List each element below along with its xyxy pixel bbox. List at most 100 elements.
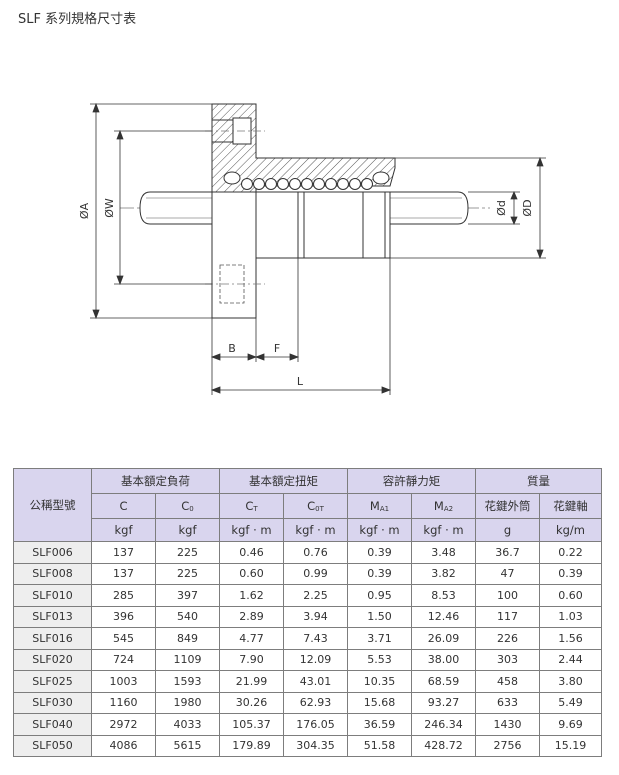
unit-cell: kg/m (539, 518, 602, 542)
value-cell: 2972 (91, 713, 156, 736)
value-cell: 303 (475, 648, 540, 671)
value-cell: 3.94 (283, 605, 348, 628)
value-cell: 117 (475, 605, 540, 628)
value-cell: 1430 (475, 713, 540, 736)
unit-cell: kgf · m (283, 518, 348, 542)
value-cell: 2756 (475, 734, 540, 757)
value-cell: 26.09 (411, 627, 476, 650)
value-cell: 0.95 (347, 584, 412, 607)
value-cell: 36.7 (475, 541, 540, 564)
value-cell: 397 (155, 584, 220, 607)
unit-cell: kgf · m (411, 518, 476, 542)
model-cell: SLF020 (13, 648, 92, 671)
value-cell: 0.39 (347, 562, 412, 585)
value-cell: 246.34 (411, 713, 476, 736)
dim-label-d: Ød (495, 200, 508, 216)
value-cell: 540 (155, 605, 220, 628)
value-cell: 633 (475, 691, 540, 714)
model-cell: SLF040 (13, 713, 92, 736)
header-ct: CT (219, 493, 284, 519)
value-cell: 3.71 (347, 627, 412, 650)
value-cell: 0.39 (347, 541, 412, 564)
value-cell: 2.89 (219, 605, 284, 628)
value-cell: 9.69 (539, 713, 602, 736)
dim-label-W: ØW (103, 198, 116, 218)
value-cell: 428.72 (411, 734, 476, 757)
dim-label-D: ØD (521, 199, 534, 216)
value-cell: 1.56 (539, 627, 602, 650)
value-cell: 1.03 (539, 605, 602, 628)
value-cell: 3.82 (411, 562, 476, 585)
header-group-mass: 質量 (475, 468, 602, 494)
value-cell: 5.49 (539, 691, 602, 714)
value-cell: 285 (91, 584, 156, 607)
value-cell: 36.59 (347, 713, 412, 736)
value-cell: 21.99 (219, 670, 284, 693)
value-cell: 849 (155, 627, 220, 650)
value-cell: 12.09 (283, 648, 348, 671)
model-cell: SLF016 (13, 627, 92, 650)
value-cell: 225 (155, 541, 220, 564)
model-cell: SLF030 (13, 691, 92, 714)
value-cell: 47 (475, 562, 540, 585)
value-cell: 3.80 (539, 670, 602, 693)
header-c: C (91, 493, 156, 519)
value-cell: 137 (91, 541, 156, 564)
value-cell: 100 (475, 584, 540, 607)
value-cell: 51.58 (347, 734, 412, 757)
value-cell: 105.37 (219, 713, 284, 736)
value-cell: 1980 (155, 691, 220, 714)
header-model: 公稱型號 (13, 468, 92, 542)
value-cell: 4086 (91, 734, 156, 757)
value-cell: 226 (475, 627, 540, 650)
header-group-torque: 基本額定扭矩 (219, 468, 348, 494)
header-shaft: 花鍵軸 (539, 493, 602, 519)
value-cell: 545 (91, 627, 156, 650)
dim-label-F: F (274, 342, 280, 355)
value-cell: 0.39 (539, 562, 602, 585)
value-cell: 225 (155, 562, 220, 585)
value-cell: 1593 (155, 670, 220, 693)
value-cell: 724 (91, 648, 156, 671)
dim-label-A: ØA (78, 202, 91, 219)
value-cell: 3.48 (411, 541, 476, 564)
value-cell: 15.19 (539, 734, 602, 757)
value-cell: 1003 (91, 670, 156, 693)
value-cell: 12.46 (411, 605, 476, 628)
unit-cell: kgf (155, 518, 220, 542)
value-cell: 396 (91, 605, 156, 628)
value-cell: 179.89 (219, 734, 284, 757)
model-cell: SLF008 (13, 562, 92, 585)
value-cell: 1.50 (347, 605, 412, 628)
page-title: SLF 系列規格尺寸表 (18, 12, 137, 27)
model-cell: SLF010 (13, 584, 92, 607)
model-cell: SLF006 (13, 541, 92, 564)
header-c0: C0 (155, 493, 220, 519)
value-cell: 304.35 (283, 734, 348, 757)
dim-label-L: L (297, 375, 304, 388)
value-cell: 1109 (155, 648, 220, 671)
value-cell: 7.90 (219, 648, 284, 671)
value-cell: 8.53 (411, 584, 476, 607)
header-ma2: MA2 (411, 493, 476, 519)
value-cell: 0.46 (219, 541, 284, 564)
value-cell: 5.53 (347, 648, 412, 671)
value-cell: 176.05 (283, 713, 348, 736)
outer-cylinder (211, 191, 391, 319)
unit-cell: kgf · m (219, 518, 284, 542)
header-ma1: MA1 (347, 493, 412, 519)
value-cell: 38.00 (411, 648, 476, 671)
value-cell: 2.25 (283, 584, 348, 607)
header-c0t: C0T (283, 493, 348, 519)
header-group-moment: 容許靜力矩 (347, 468, 476, 494)
value-cell: 4033 (155, 713, 220, 736)
value-cell: 68.59 (411, 670, 476, 693)
